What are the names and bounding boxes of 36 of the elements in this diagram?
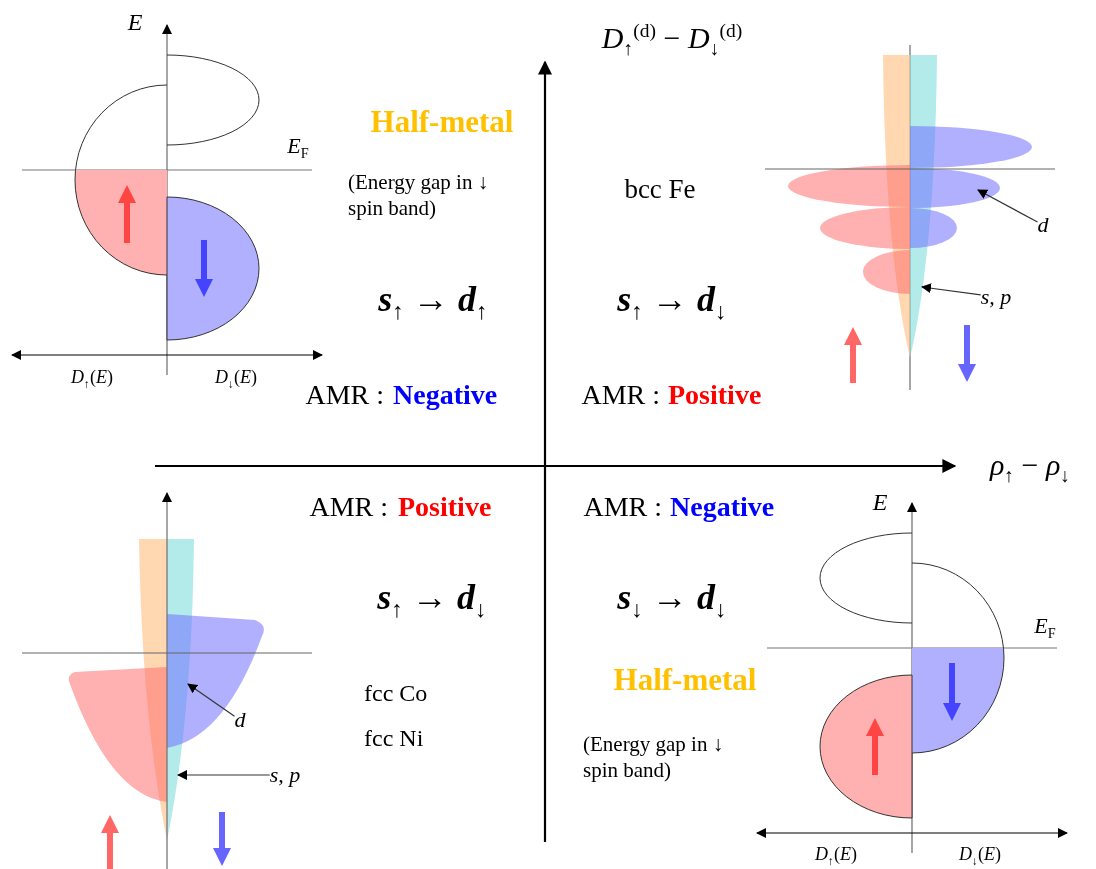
amr-value: Negative [393, 379, 498, 411]
axis-label: E [127, 8, 143, 36]
amr-value: Negative [670, 491, 775, 523]
axis-label: E$_{F}$ [1034, 613, 1056, 643]
axis-label: D$_{↓}$(E) [215, 368, 257, 392]
axis-label: ρ$_{↑}$ − ρ$_{↓}$ [989, 447, 1071, 487]
amr-label: AMR : [581, 379, 660, 411]
amr-label: AMR : [309, 491, 388, 523]
axis-label: E$_{F}$ [287, 133, 309, 163]
amr-value: Positive [668, 379, 762, 411]
leader-label: d [1037, 212, 1049, 238]
leader-label: s, p [980, 284, 1012, 310]
material-label: bcc Fe [624, 175, 696, 205]
leader-label: d [234, 707, 246, 733]
transition-label: s$_{↑}$ → d$_{↓}$ [617, 279, 727, 325]
amr-label: AMR : [583, 491, 662, 523]
transition-label: s$_{↓}$ → d$_{↓}$ [617, 577, 727, 623]
amr-value: Positive [398, 491, 492, 523]
heading: Half-metal [613, 662, 757, 698]
transition-label: s$_{↑}$ → d$_{↑}$ [378, 279, 488, 325]
material-label: fcc Ni [364, 724, 424, 752]
axis-label: D$_{↑}$(E) [71, 368, 113, 392]
transition-label: s$_{↑}$ → d$_{↓}$ [377, 577, 487, 623]
note: (Energy gap in ↓ spin band) [583, 730, 725, 784]
axis-label: D$_{↑}$(E) [815, 845, 857, 869]
note: (Energy gap in ↓ spin band) [348, 168, 490, 222]
leader-line [187, 683, 236, 717]
leader-label: s, p [269, 762, 301, 788]
leader-line [921, 283, 982, 296]
axis-label: E [872, 488, 888, 516]
material-label: fcc Co [364, 679, 428, 707]
heading: Half-metal [370, 104, 514, 140]
leader-line [977, 189, 1039, 223]
leader-line [177, 770, 271, 780]
amr-label: AMR : [305, 379, 384, 411]
axis-label: D$_{↓}$(E) [959, 845, 1001, 869]
